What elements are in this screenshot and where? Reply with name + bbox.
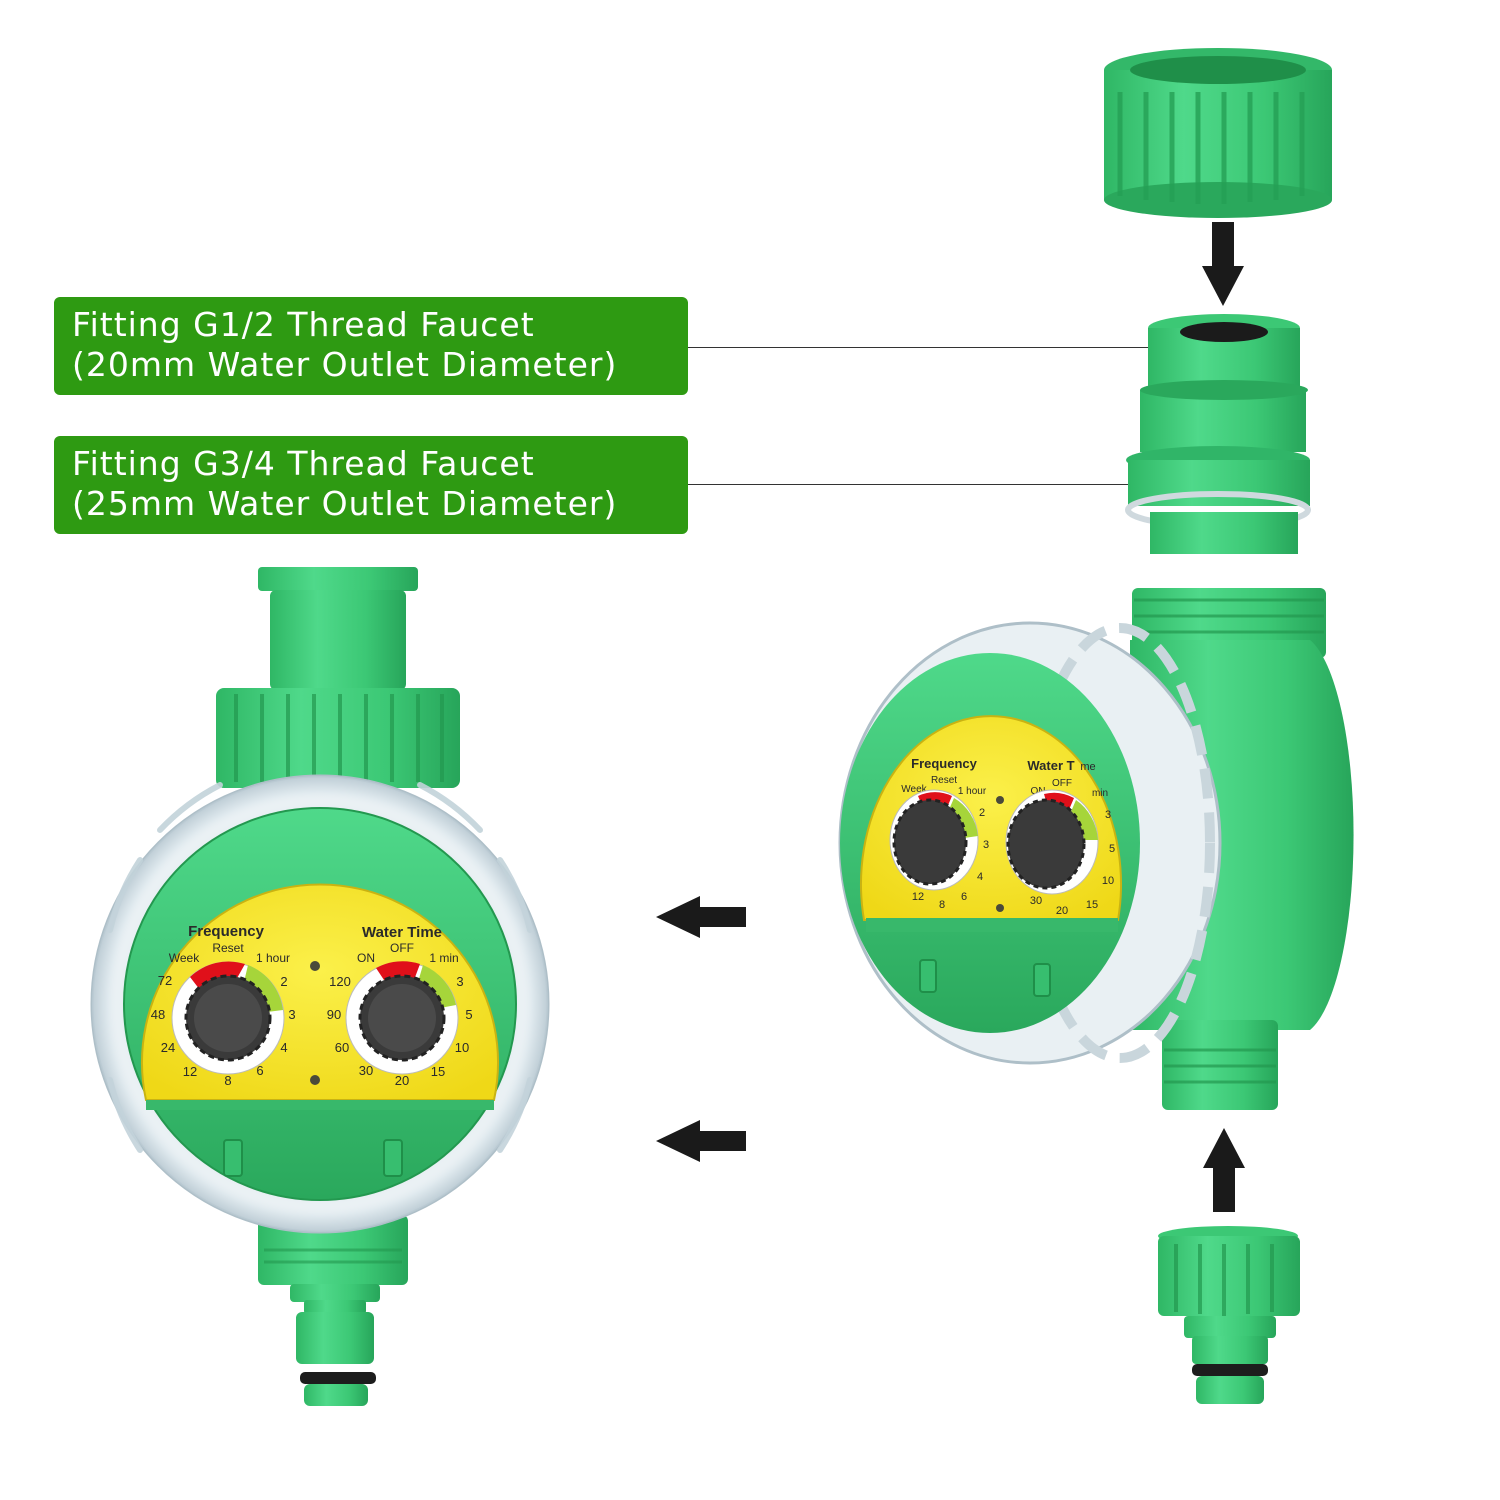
side-freq-tick-6: 6 — [961, 891, 967, 903]
callout-g1-2-line1: Fitting G1/2 Thread Faucet — [72, 305, 535, 344]
front-watertime-off: OFF — [390, 941, 414, 955]
leader-line-g1-2 — [688, 347, 1176, 348]
side-wt-tick-30: 30 — [1030, 895, 1042, 907]
large-adapter-nut — [1104, 48, 1332, 218]
front-wt-tick-90: 90 — [327, 1007, 341, 1022]
callout-g1-2: Fitting G1/2 Thread Faucet (20mm Water O… — [54, 297, 688, 395]
side-freq-tick-12: 12 — [912, 891, 924, 903]
arrow-down-icon — [1202, 222, 1244, 306]
side-watertime-off: OFF — [1052, 778, 1072, 789]
front-freq-tick-12: 12 — [183, 1064, 197, 1079]
front-freq-tick-24: 24 — [161, 1040, 175, 1055]
callout-g3-4-line2: (25mm Water Outlet Diameter) — [72, 484, 618, 523]
front-watertime-title: Water Time — [362, 924, 442, 941]
arrow-left-icon — [656, 896, 746, 938]
side-frequency-title: Frequency — [911, 756, 978, 771]
front-freq-tick-6: 6 — [256, 1063, 263, 1078]
side-wt-tick-3: 3 — [1105, 809, 1111, 821]
front-wt-tick-120: 120 — [329, 974, 351, 989]
front-freq-tick-72: 72 — [158, 973, 172, 988]
faucet-adapter — [1125, 314, 1311, 554]
side-frequency-week: Week — [901, 784, 927, 795]
front-freq-tick-3: 3 — [288, 1007, 295, 1022]
front-watertime-on: ON — [357, 951, 375, 965]
front-wt-tick-60: 60 — [335, 1040, 349, 1055]
arrow-left-icon — [656, 1120, 746, 1162]
front-wt-tick-5: 5 — [465, 1007, 472, 1022]
side-freq-tick-4: 4 — [977, 871, 983, 883]
side-watertime-title: Water T — [1027, 758, 1074, 773]
front-wt-tick-3: 3 — [456, 974, 463, 989]
arrow-up-icon — [1203, 1128, 1245, 1212]
callout-g1-2-line2: (20mm Water Outlet Diameter) — [72, 345, 618, 384]
leader-line-g3-4 — [688, 484, 1236, 485]
front-wt-tick-30: 30 — [359, 1063, 373, 1078]
side-watertime-title-tail: me — [1080, 761, 1095, 773]
front-frequency-reset: Reset — [212, 941, 244, 955]
front-freq-tick-48: 48 — [151, 1007, 165, 1022]
side-wt-tick-5: 5 — [1109, 843, 1115, 855]
front-frequency-hour: 1 hour — [256, 951, 290, 965]
front-freq-tick-8: 8 — [224, 1073, 231, 1088]
side-frequency-hour: 1 hour — [958, 786, 987, 797]
side-wt-tick-10: 10 — [1102, 875, 1114, 887]
side-watertime-min: min — [1092, 788, 1108, 799]
side-frequency-reset: Reset — [931, 775, 957, 786]
front-freq-tick-4: 4 — [280, 1040, 287, 1055]
side-freq-tick-8: 8 — [939, 899, 945, 911]
front-freq-tick-2: 2 — [280, 974, 287, 989]
side-watertime-on: ON — [1031, 786, 1046, 797]
side-wt-tick-15: 15 — [1086, 899, 1098, 911]
timer-side-view: Frequency Reset Week 1 hour 12 8 6 4 3 2… — [838, 588, 1354, 1110]
hose-connector — [1158, 1226, 1300, 1404]
side-wt-tick-20: 20 — [1056, 905, 1068, 917]
front-watertime-min: 1 min — [429, 951, 458, 965]
front-wt-tick-20: 20 — [395, 1073, 409, 1088]
side-freq-tick-2: 2 — [979, 807, 985, 819]
front-wt-tick-10: 10 — [455, 1040, 469, 1055]
callout-g3-4-line1: Fitting G3/4 Thread Faucet — [72, 444, 535, 483]
side-freq-tick-3: 3 — [983, 839, 989, 851]
callout-g3-4: Fitting G3/4 Thread Faucet (25mm Water O… — [54, 436, 688, 534]
front-frequency-week: Week — [169, 951, 200, 965]
front-wt-tick-15: 15 — [431, 1064, 445, 1079]
timer-front-view: Frequency Reset Week 1 hour 72 48 24 12 … — [90, 567, 550, 1406]
front-frequency-title: Frequency — [188, 923, 265, 940]
